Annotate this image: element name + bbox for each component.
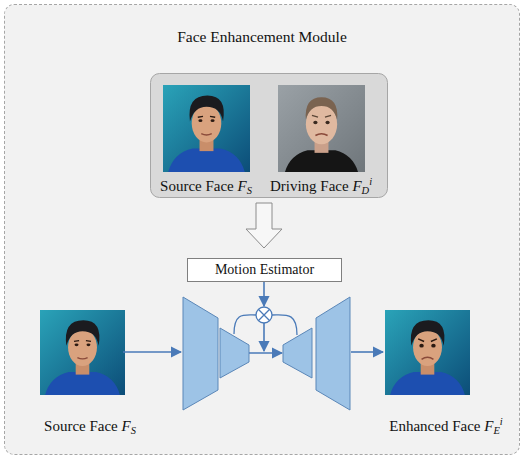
source-face-photo (40, 310, 125, 395)
process-box: Motion Estimator (187, 258, 342, 282)
multiply-symbol (258, 309, 269, 320)
image-caption: Driving Face FDi (269, 178, 374, 195)
caption-text: Source Face FS (43, 418, 137, 435)
hollow-arrow (246, 203, 282, 248)
source-face-photo (163, 85, 250, 172)
image-caption: Source Face FS (43, 418, 137, 435)
skip-line (272, 315, 297, 335)
enhanced-face-photo (385, 310, 470, 395)
driving-face-photo (278, 85, 365, 172)
caption-text: Source Face FS (159, 178, 253, 195)
image-caption: Source Face FS (159, 178, 253, 195)
skip-line (234, 315, 256, 334)
multiply-symbol (256, 307, 272, 323)
flow-arrow (123, 282, 383, 353)
caption-text: Driving Face FDi (269, 178, 374, 195)
box-label: Motion Estimator (202, 262, 327, 278)
module-panel: Face Enhancement ModuleSource Face FS Dri… (4, 4, 520, 455)
panel-ground (5, 5, 520, 455)
image-caption: Enhanced Face FEi (388, 418, 504, 435)
caption-text: Enhanced Face FEi (388, 418, 504, 435)
encoder-decoder (183, 297, 350, 410)
module-title: Face Enhancement Module (5, 28, 519, 46)
input-group (151, 74, 388, 198)
